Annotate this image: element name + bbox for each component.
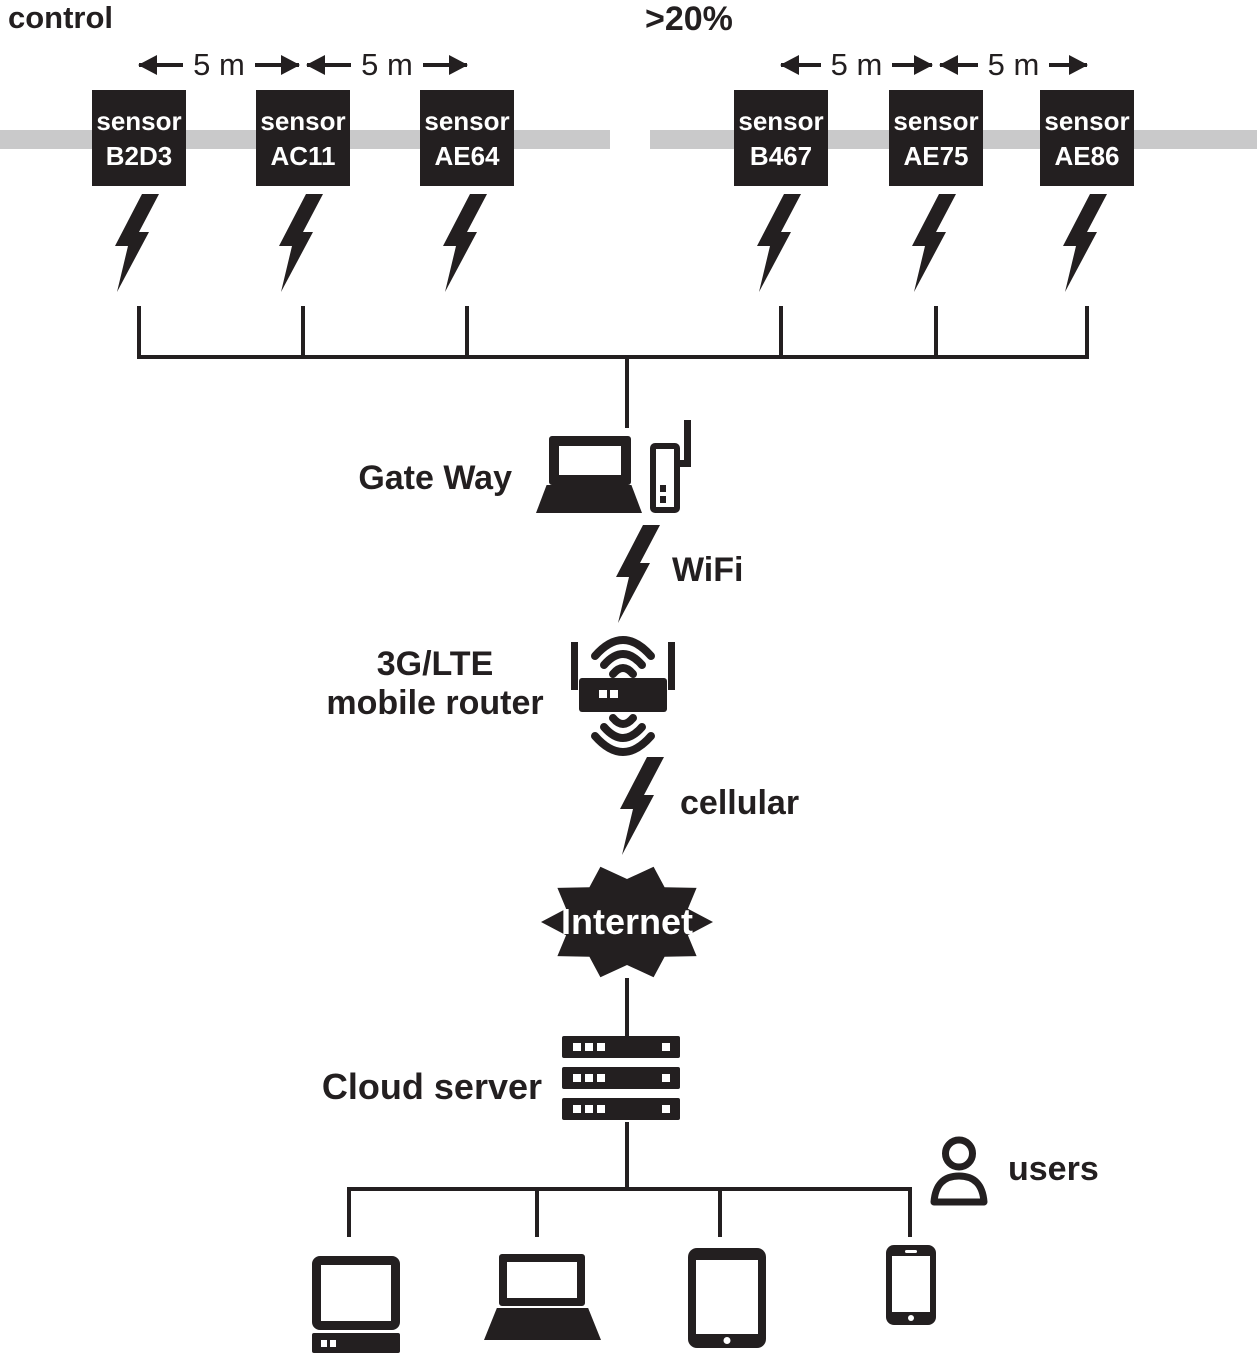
sensor-id: AE86 (1054, 140, 1120, 171)
sensor-id: AE64 (434, 140, 500, 171)
arrow-left-icon (939, 55, 978, 75)
bus-stub (934, 306, 938, 357)
lightning-bolt-icon (620, 757, 664, 855)
arrow-right-icon (422, 55, 469, 75)
dimension-annotation: 5 m (780, 47, 933, 82)
phone-screen (892, 1256, 930, 1312)
control-group-title: control (8, 0, 114, 35)
sensor-word: sensor (96, 105, 182, 136)
sensor-id: AC11 (270, 140, 336, 171)
internet-starburst-icon (541, 866, 713, 978)
devices-branch-line (347, 1187, 912, 1191)
sensor-node: sensor B467 (734, 90, 828, 186)
router-label-line2: mobile router (326, 684, 544, 722)
server-unit (562, 1036, 680, 1058)
router-label: 3G/LTE mobile router (310, 645, 560, 723)
dimension-label: 5 m (987, 47, 1040, 82)
wifi-label: WiFi (672, 551, 744, 589)
server-unit (562, 1098, 680, 1120)
branch-drop (347, 1187, 351, 1237)
bus-to-gateway-line (625, 355, 629, 428)
arrow-right-icon (892, 55, 933, 75)
bus-stub (301, 306, 305, 357)
branch-drop (535, 1187, 539, 1237)
bus-line (137, 355, 1089, 359)
person-icon (930, 1136, 988, 1206)
tablet-screen (696, 1260, 758, 1334)
arrow-left-icon (137, 55, 184, 75)
phone-speaker (905, 1250, 917, 1253)
sensor-node: sensor AC11 (256, 90, 350, 186)
wifi-router-icon (571, 636, 675, 756)
dimension-label: 5 m (361, 47, 413, 82)
sensor-word: sensor (893, 105, 979, 136)
sensor-id: B2D3 (105, 140, 173, 171)
sensor-word: sensor (1044, 105, 1130, 136)
dimension-label: 5 m (193, 47, 245, 82)
lightning-bolt-icon (443, 194, 487, 292)
tablet-home-button (723, 1337, 731, 1344)
dimension-annotation: 5 m (137, 47, 301, 82)
arrow-left-icon (305, 55, 352, 75)
phone-home-button (908, 1315, 914, 1321)
server-unit (562, 1067, 680, 1089)
sensor-node: sensor AE75 (889, 90, 983, 186)
bus-stub (1085, 306, 1089, 357)
desktop-base (312, 1333, 400, 1353)
modem-antenna (684, 420, 691, 467)
branch-drop (718, 1187, 722, 1237)
sensor-node: sensor AE86 (1040, 90, 1134, 186)
sensor-node: sensor B2D3 (92, 90, 186, 186)
internet-label: Internet (560, 901, 693, 942)
modem-antenna-joint (674, 460, 688, 467)
laptop-screen (499, 1254, 585, 1306)
branch-drop (908, 1187, 912, 1237)
cloud-server-label: Cloud server (321, 1066, 542, 1107)
arrow-left-icon (780, 55, 821, 75)
internet-to-server-line (625, 978, 629, 1038)
lightning-bolt-icon (616, 525, 660, 623)
desktop-monitor (312, 1256, 400, 1330)
lightning-bolt-icon (757, 194, 801, 292)
dimension-annotation: 5 m (939, 47, 1088, 82)
gateway-label: Gate Way (358, 459, 512, 497)
dimension-annotation: 5 m (305, 47, 469, 82)
sensor-word: sensor (260, 105, 346, 136)
laptop-base (484, 1308, 601, 1340)
bus-stub (465, 306, 469, 357)
sensor-id: B467 (749, 140, 813, 171)
arrow-right-icon (1049, 55, 1088, 75)
lightning-bolt-icon (115, 194, 159, 292)
smartphone-icon (886, 1245, 936, 1325)
sensor-word: sensor (424, 105, 510, 136)
lightning-bolt-icon (912, 194, 956, 292)
dimension-label: 5 m (830, 47, 883, 82)
router-label-line1: 3G/LTE (376, 645, 494, 683)
bus-stub (137, 306, 141, 357)
cellular-label: cellular (680, 784, 800, 822)
lightning-bolt-icon (1063, 194, 1107, 292)
users-label: users (1008, 1150, 1099, 1188)
server-rack-icon (562, 1036, 680, 1129)
bus-stub (779, 306, 783, 357)
lightning-bolt-icon (279, 194, 323, 292)
usb-modem (650, 443, 680, 513)
gateway-laptop-screen (549, 436, 631, 485)
server-to-devices-line (625, 1122, 629, 1189)
threshold-group-title: >20% (645, 0, 733, 38)
sensor-node: sensor AE64 (420, 90, 514, 186)
arrow-right-icon (254, 55, 301, 75)
sensor-id: AE75 (903, 140, 969, 171)
sensor-word: sensor (738, 105, 824, 136)
gateway-laptop-base (536, 485, 642, 513)
internet-node: Internet (537, 860, 717, 984)
tablet-icon (688, 1248, 766, 1348)
